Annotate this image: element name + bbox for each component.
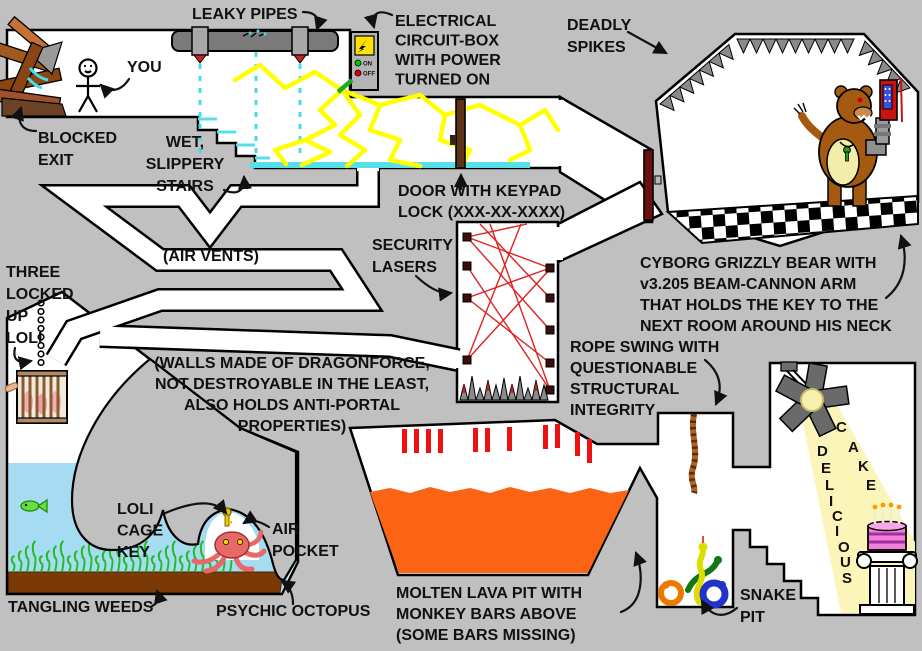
arrow-psychic-octopus [280,579,297,606]
fish [20,498,48,514]
blocked-exit-debris [0,15,67,117]
arrow-security-lasers [414,274,454,302]
off-light [354,69,362,77]
laser-room [455,220,560,404]
label-leaky-pipes: LEAKY PIPES [192,6,298,23]
deadly-spikes [659,38,911,112]
cake-column [856,551,918,615]
bear-teeth [857,114,871,121]
cyborg-grizzly-bear [793,77,903,207]
arrow-deadly-spikes [626,30,668,55]
molten-lava [370,487,629,573]
arrow-snake-pit [700,599,739,616]
arrow-electrical-box [363,11,394,30]
arrow-tangling-weeds [150,588,168,608]
cage-chain [37,299,45,367]
arrow-three-loli [13,346,34,371]
wet-stairs-water [198,117,270,160]
arrow-molten-lava [619,550,647,614]
bear-room-door [643,149,654,221]
seabed [8,571,284,593]
electrical-circuit-box: ON OFF [336,31,379,94]
wall-opening [554,227,563,260]
keypad-door [455,98,466,169]
delicious-letter: U [840,554,851,571]
laser-room-floor-spikes [459,375,549,401]
key-around-neck [843,146,851,162]
cake-letter: E [866,477,876,494]
label-tangling-weeds: TANGLING WEEDS [8,599,154,616]
on-light [354,59,362,67]
bear-belly [826,138,860,186]
label-you: YOU [127,59,162,76]
power-lever [336,78,354,94]
cake-letter: K [858,458,869,475]
loli-hand [4,382,19,393]
rock-mound [70,357,298,582]
arrow-rope-swing [703,358,728,406]
spotlight-bulb [800,388,824,412]
monkey-bars [402,424,592,463]
arrow-air-pocket [242,510,271,529]
arrow-you [99,77,131,99]
cake-letter: A [848,439,859,456]
keypad-door-handle [450,135,456,145]
annotation-arrows [10,10,912,616]
off-label: OFF [363,72,375,78]
arrow-wet-stairs [222,174,253,194]
player-stick-figure [76,58,100,113]
label-air-vents: (AIR VENTS) [163,248,259,265]
air-vent-maze [37,168,461,372]
arrow-leaky-pipes [301,10,328,32]
wall-opening [556,100,564,166]
leaky-pipe [171,26,339,64]
bear-eye [857,97,863,103]
door-handle [654,175,662,185]
security-lasers [462,223,555,395]
delicious-letter: E [821,460,831,477]
rope-swing [688,413,699,494]
arrow-blocked-exit [10,105,38,133]
delicious-cake [867,502,907,551]
label-psychic-octopus: PSYCHIC OCTOPUS [216,603,371,620]
water-puddle [250,162,530,168]
delicious-letter: C [832,508,843,525]
spotlight-fan [774,361,850,438]
cyborg-arm [865,77,903,156]
arrow-loli-cage-key [161,499,228,516]
cake-letter: C [836,419,847,436]
arrow-cyborg-bear [884,233,912,300]
electricity-arcs [232,62,561,169]
delicious-letter: S [842,570,852,587]
loli-cage [4,299,68,424]
wall-opening [452,353,461,368]
psychic-octopus [191,529,267,574]
label-dragonforce-walls: (WALLS MADE OF DRAGONFORCE,NOT DESTROYAB… [154,355,430,435]
delicious-letter: I [835,523,839,540]
on-label: ON [363,62,372,68]
delicious-letter: D [817,443,828,460]
delicious-letter: I [829,493,833,510]
delicious-letter: O [838,539,850,556]
delicious-letter: L [825,477,834,494]
